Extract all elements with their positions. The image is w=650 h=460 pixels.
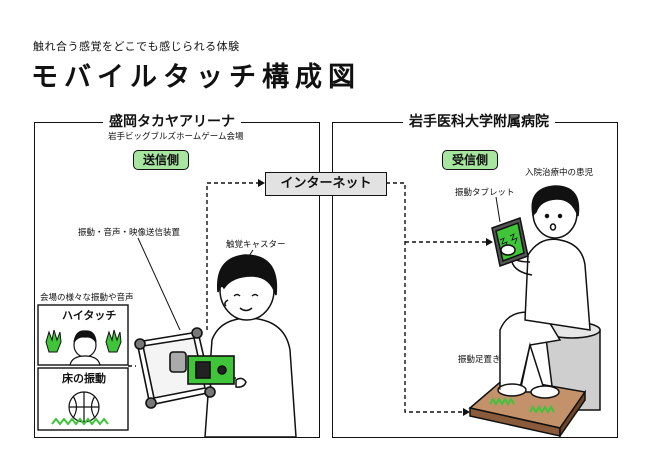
hightouch-kid — [69, 330, 101, 366]
basketball-icon — [68, 391, 100, 423]
sender-to-network-line — [206, 182, 258, 330]
caster-label: 触覚キャスター — [226, 240, 286, 250]
foot-vibration-wave-2 — [529, 405, 555, 414]
receiver-badge: 受信側 — [442, 150, 498, 170]
patient-figure — [497, 185, 591, 399]
vibration-tablet — [491, 217, 529, 267]
hightouch-label: ハイタッチ — [62, 309, 117, 322]
patient-label: 入院治療中の患児 — [525, 168, 594, 178]
venue-sound-label: 会場の様々な振動や音声 — [40, 293, 134, 303]
receiver-hospital-title: 岩手医科大学附属病院 — [403, 112, 555, 132]
floor-vibration-label: 床の振動 — [62, 372, 106, 385]
sender-venue-title: 盛岡タカヤアリーナ — [103, 112, 241, 132]
arrowhead-tablet — [486, 238, 493, 246]
venue-caption: 岩手ビッグブルズホームゲーム会場 — [108, 132, 244, 142]
floor-vibration-wave — [51, 417, 109, 426]
sender-badge: 送信側 — [133, 150, 189, 170]
subtitle: 触れ合う感覚をどこでも感じられる体験 — [33, 40, 240, 53]
internet-box: インターネット — [265, 172, 387, 196]
network-to-footrest-line — [386, 182, 463, 413]
device-label: 振動・音声・映像送信装置 — [78, 228, 181, 238]
network-connectors — [128, 182, 488, 413]
transmitter-device — [134, 327, 235, 409]
arrowhead-network — [258, 179, 265, 187]
caster-figure — [203, 254, 297, 438]
device-leader-line — [137, 237, 181, 331]
page-title: モバイルタッチ構成図 — [31, 62, 361, 93]
arrowhead-footrest — [463, 408, 470, 416]
foot-vibration-wave-1 — [489, 397, 515, 406]
footrest-label: 振動足置き — [458, 355, 501, 365]
tablet-leader-line — [495, 196, 501, 223]
hightouch-gloves — [45, 329, 122, 353]
tablet-label: 振動タブレット — [455, 188, 515, 198]
